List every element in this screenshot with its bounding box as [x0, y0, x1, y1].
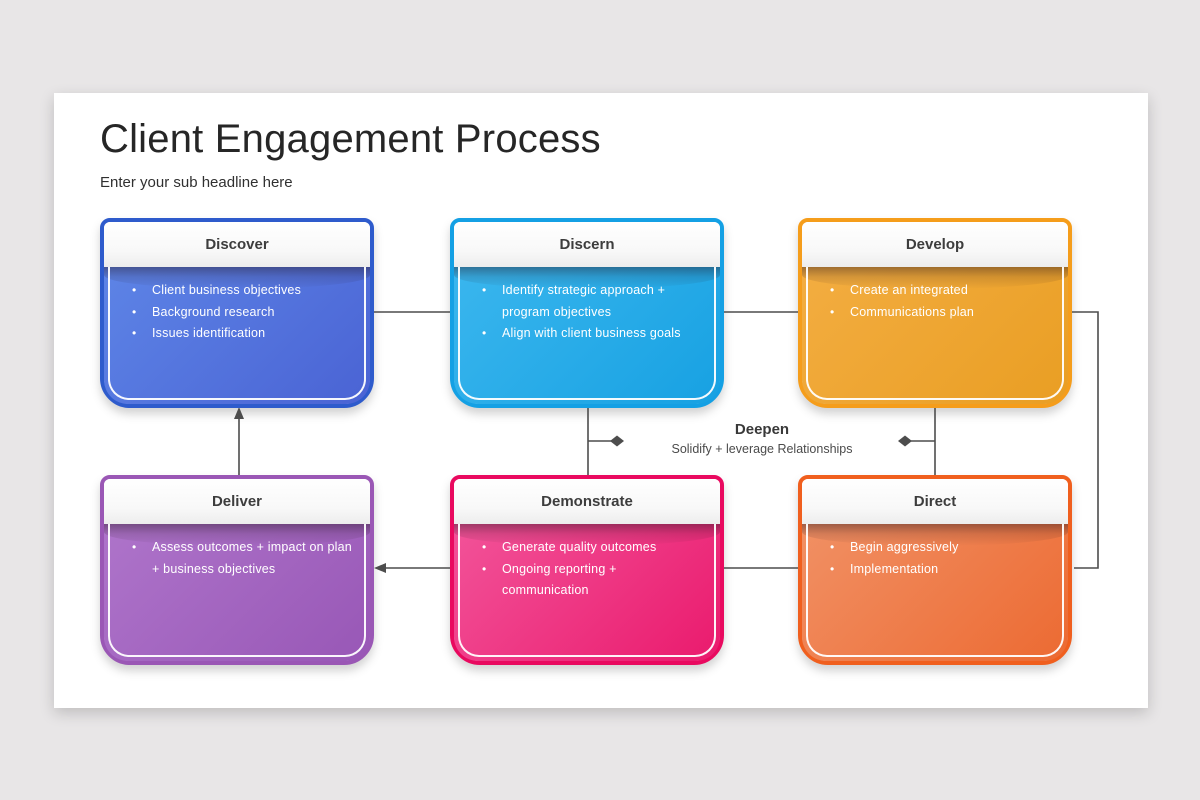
box-body: Assess outcomes + impact on plan + busin…	[104, 524, 370, 661]
deepen-label: Deepen Solidify + leverage Relationships	[671, 421, 852, 456]
box-title: Discover	[205, 236, 269, 253]
box-body: Identify strategic approach + program ob…	[454, 267, 720, 404]
box-body: Create an integratedCommunications plan	[802, 267, 1068, 404]
bullet-item: Assess outcomes + impact on plan + busin…	[130, 537, 352, 580]
box-bullet-list: Client business objectivesBackground res…	[104, 267, 370, 345]
box-body: Generate quality outcomesOngoing reporti…	[454, 524, 720, 661]
deepen-title: Deepen	[734, 421, 790, 438]
process-box-direct: Direct Begin aggressivelyImplementation	[798, 475, 1072, 665]
bullet-item: Begin aggressively	[828, 537, 1050, 559]
arrow-left-icon	[374, 563, 386, 573]
box-bullet-list: Generate quality outcomesOngoing reporti…	[454, 524, 720, 602]
box-title: Demonstrate	[541, 493, 633, 510]
box-title: Deliver	[211, 493, 263, 510]
box-title: Discern	[559, 236, 615, 253]
box-bullet-list: Create an integratedCommunications plan	[802, 267, 1068, 323]
box-header: Deliver	[104, 479, 370, 524]
deepen-subtitle: Solidify + leverage Relationships	[671, 442, 853, 456]
bullet-item: Issues identification	[130, 323, 352, 345]
box-header: Discern	[454, 222, 720, 267]
arrow-up-icon	[234, 407, 244, 419]
box-header: Demonstrate	[454, 479, 720, 524]
bullet-item: Implementation	[828, 559, 1050, 581]
process-box-discover: Discover Client business objectivesBackg…	[100, 218, 374, 408]
box-bullet-list: Begin aggressivelyImplementation	[802, 524, 1068, 580]
box-body: Begin aggressivelyImplementation	[802, 524, 1068, 661]
bullet-item: Client business objectives	[130, 280, 352, 302]
bullet-item: Background research	[130, 302, 352, 324]
box-title: Develop	[905, 236, 965, 253]
process-box-discern: Discern Identify strategic approach + pr…	[450, 218, 724, 408]
box-bullet-list: Assess outcomes + impact on plan + busin…	[104, 524, 370, 580]
slide: Client Engagement Process Enter your sub…	[54, 93, 1148, 708]
box-title: Direct	[913, 493, 957, 510]
box-bullet-list: Identify strategic approach + program ob…	[454, 267, 720, 345]
box-header: Develop	[802, 222, 1068, 267]
diamond-connector-icon	[610, 435, 624, 447]
process-box-deliver: Deliver Assess outcomes + impact on plan…	[100, 475, 374, 665]
bullet-item: Communications plan	[828, 302, 1050, 324]
page-subtitle: Enter your sub headline here	[100, 174, 293, 191]
box-header: Direct	[802, 479, 1068, 524]
bullet-item: Identify strategic approach + program ob…	[480, 280, 702, 323]
page-title: Client Engagement Process	[100, 117, 601, 161]
connector-develop-direct-loop	[1071, 311, 1099, 569]
connector-lines	[234, 311, 1099, 573]
process-box-demonstrate: Demonstrate Generate quality outcomesOng…	[450, 475, 724, 665]
bullet-item: Create an integrated	[828, 280, 1050, 302]
process-box-develop: Develop Create an integratedCommunicatio…	[798, 218, 1072, 408]
bullet-item: Align with client business goals	[480, 323, 702, 345]
bullet-item: Generate quality outcomes	[480, 537, 702, 559]
box-header: Discover	[104, 222, 370, 267]
bullet-item: Ongoing reporting + communication	[480, 559, 702, 602]
box-body: Client business objectivesBackground res…	[104, 267, 370, 404]
diamond-connector-icon	[898, 435, 912, 447]
